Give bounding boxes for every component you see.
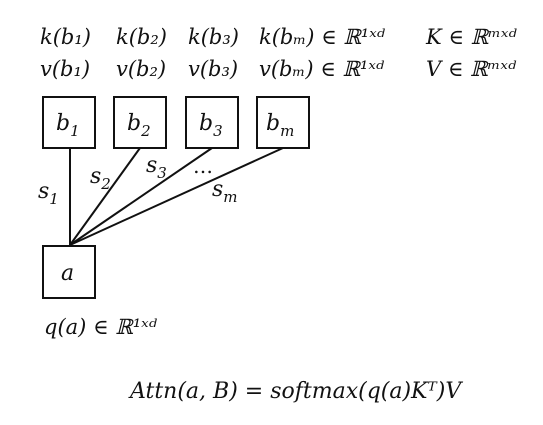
value-bm-dim: v(bₘ) ∈ ℝ¹ˣᵈ	[259, 57, 385, 81]
key-b1: k(b₁)	[40, 25, 91, 49]
value-row: v(b₁) v(b₂) v(b₃) v(bₘ) ∈ ℝ¹ˣᵈ V ∈ ℝᵐˣᵈ	[40, 57, 517, 81]
key-matrix-K: K ∈ ℝᵐˣᵈ	[425, 25, 517, 49]
score-s1: s1	[38, 179, 59, 208]
edge-b3	[69, 147, 213, 246]
score-s2: s2	[90, 164, 111, 193]
key-b3: k(b₃)	[188, 25, 239, 49]
node-b1: b1	[42, 96, 96, 149]
ellipsis: …	[193, 154, 213, 178]
node-bm: bm	[256, 96, 310, 149]
score-s3: s3	[146, 153, 167, 182]
node-b3-label: b3	[199, 111, 223, 140]
query-label: q(a) ∈ ℝ¹ˣᵈ	[44, 315, 158, 339]
key-bm-dim: k(bₘ) ∈ ℝ¹ˣᵈ	[259, 25, 386, 49]
value-matrix-V: V ∈ ℝᵐˣᵈ	[426, 57, 517, 81]
value-b1: v(b₁)	[40, 57, 90, 81]
key-b2: k(b₂)	[116, 25, 167, 49]
node-a-label: a	[61, 261, 74, 286]
attention-formula: Attn(a, B) = softmax(q(a)Kᵀ)V	[128, 379, 463, 404]
edges	[69, 147, 284, 246]
node-b1-label: b1	[56, 111, 80, 140]
node-b3: b3	[185, 96, 239, 149]
score-sm: sm	[212, 177, 238, 206]
edge-bm	[69, 147, 284, 246]
node-bm-label: bm	[266, 111, 294, 140]
key-row: k(b₁) k(b₂) k(b₃) k(bₘ) ∈ ℝ¹ˣᵈ K ∈ ℝᵐˣᵈ	[40, 25, 517, 49]
node-b2: b2	[113, 96, 167, 149]
node-a: a	[42, 245, 96, 299]
node-b2-label: b2	[127, 111, 151, 140]
value-b3: v(b₃)	[188, 57, 238, 81]
edge-b2	[69, 147, 141, 246]
edge-labels: s1 s2 s3 sm …	[38, 153, 238, 208]
value-b2: v(b₂)	[116, 57, 166, 81]
